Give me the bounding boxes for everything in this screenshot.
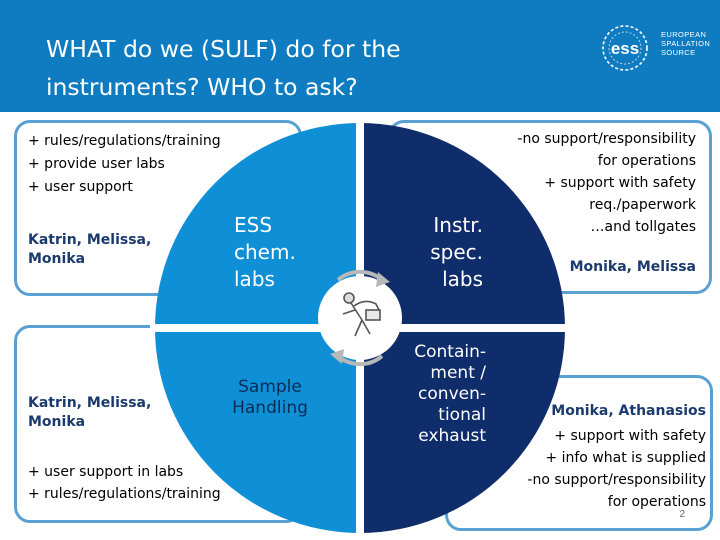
instrument-labs-tasks: -no support/responsibility for operation… (517, 131, 696, 235)
logo-mark-text: ess (611, 39, 639, 58)
title-bar (0, 0, 720, 112)
worker-figure-icon (342, 292, 381, 337)
quadrant-label-containment: Contain- ment / conven- tional exhaust (414, 342, 486, 446)
slide-title: WHAT do we (SULF) do for the instruments… (46, 35, 401, 101)
instrument-labs-contacts: Monika, Melissa (569, 259, 696, 275)
containment-tasks: + support with safety + info what is sup… (527, 428, 706, 510)
ess-logo: ess EUROPEAN SPALLATION SOURCE (595, 22, 710, 74)
quadrant-chem-labs (155, 123, 360, 328)
chem-labs-tasks: + rules/regulations/training + provide u… (28, 133, 221, 195)
quadrant-label-instrument-labs: Instr. spec. labs (430, 213, 483, 291)
quadrant-sample-handling (155, 328, 360, 533)
ess-logo-mark: ess (602, 25, 648, 71)
containment-contacts: Monika, Athanasios (551, 403, 706, 419)
quadrant-label-chem-labs: ESS chem. labs (234, 213, 296, 291)
sample-handling-contacts: Katrin, Melissa, Monika (28, 395, 152, 430)
logo-text: EUROPEAN SPALLATION SOURCE (661, 30, 711, 57)
quadrant-containment (360, 328, 565, 533)
chem-labs-contacts: Katrin, Melissa, Monika (28, 232, 152, 267)
sample-handling-tasks: + user support in labs + rules/regulatio… (28, 464, 221, 502)
page-number: 2 (679, 509, 685, 520)
cycle-arrows-icon (318, 269, 402, 367)
quadrant-instrument-labs (360, 123, 565, 328)
quadrant-label-sample-handling: Sample Handling (232, 377, 308, 418)
